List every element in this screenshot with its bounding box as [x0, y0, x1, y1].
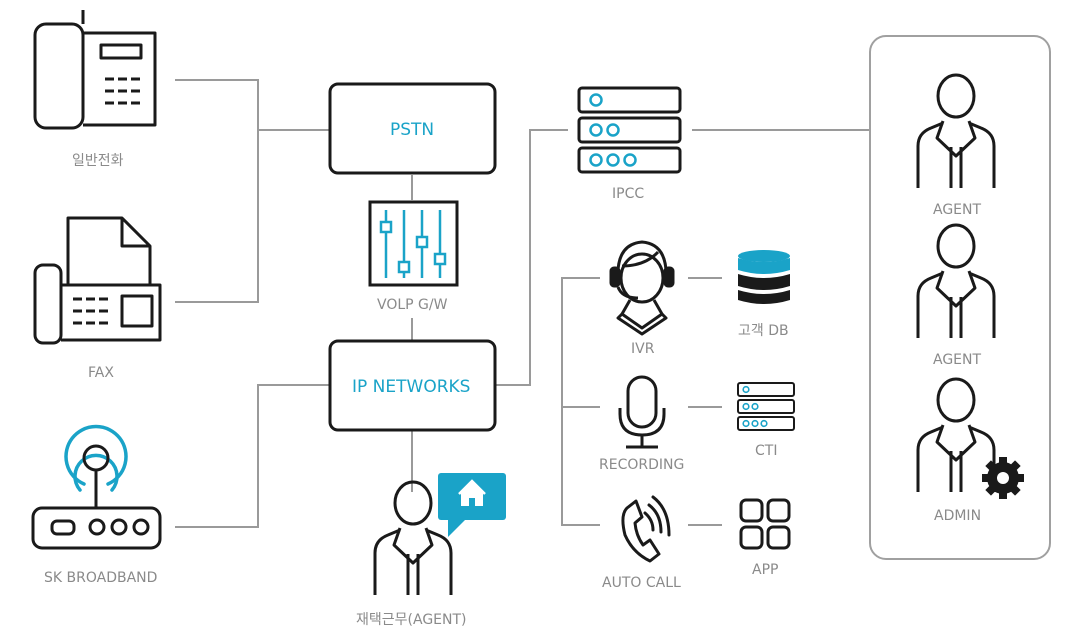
wifi-router-icon [31, 424, 162, 550]
home-agent-label: 재택근무(AGENT) [356, 612, 467, 628]
autocall-label: AUTO CALL [602, 575, 681, 591]
server-stack-icon [737, 382, 795, 431]
mixer-sliders-icon [368, 200, 459, 287]
pstn-box [328, 82, 497, 175]
headset-operator-icon [609, 240, 675, 336]
cti-label: CTI [755, 443, 778, 459]
server-stack-icon [577, 86, 682, 174]
agent-label: AGENT [933, 352, 982, 368]
ipcc-label: IPCC [612, 186, 645, 202]
app-grid-icon [739, 498, 791, 550]
voip-label: VOLP G/W [377, 297, 448, 313]
home-icon [438, 473, 506, 537]
microphone-icon [618, 375, 666, 449]
pstn-label: PSTN [390, 120, 435, 140]
ivr-label: IVR [631, 341, 655, 357]
app-label: APP [752, 562, 779, 578]
router-label: SK BROADBAND [44, 570, 158, 586]
ringing-phone-icon [621, 495, 671, 563]
database-icon [738, 250, 790, 304]
agent-label: AGENT [933, 202, 982, 218]
gear-icon [982, 457, 1024, 499]
desk-phone-icon [33, 10, 157, 130]
phone-label: 일반전화 [72, 153, 124, 169]
fax-machine-icon [33, 216, 162, 345]
recording-label: RECORDING [599, 457, 685, 473]
db-label: 고객 DB [738, 323, 789, 339]
ip-networks-label: IP NETWORKS [352, 377, 471, 397]
connector-lines [175, 79, 870, 528]
fax-label: FAX [88, 365, 114, 381]
admin-label: ADMIN [934, 508, 982, 524]
ip-networks-box [328, 339, 497, 432]
